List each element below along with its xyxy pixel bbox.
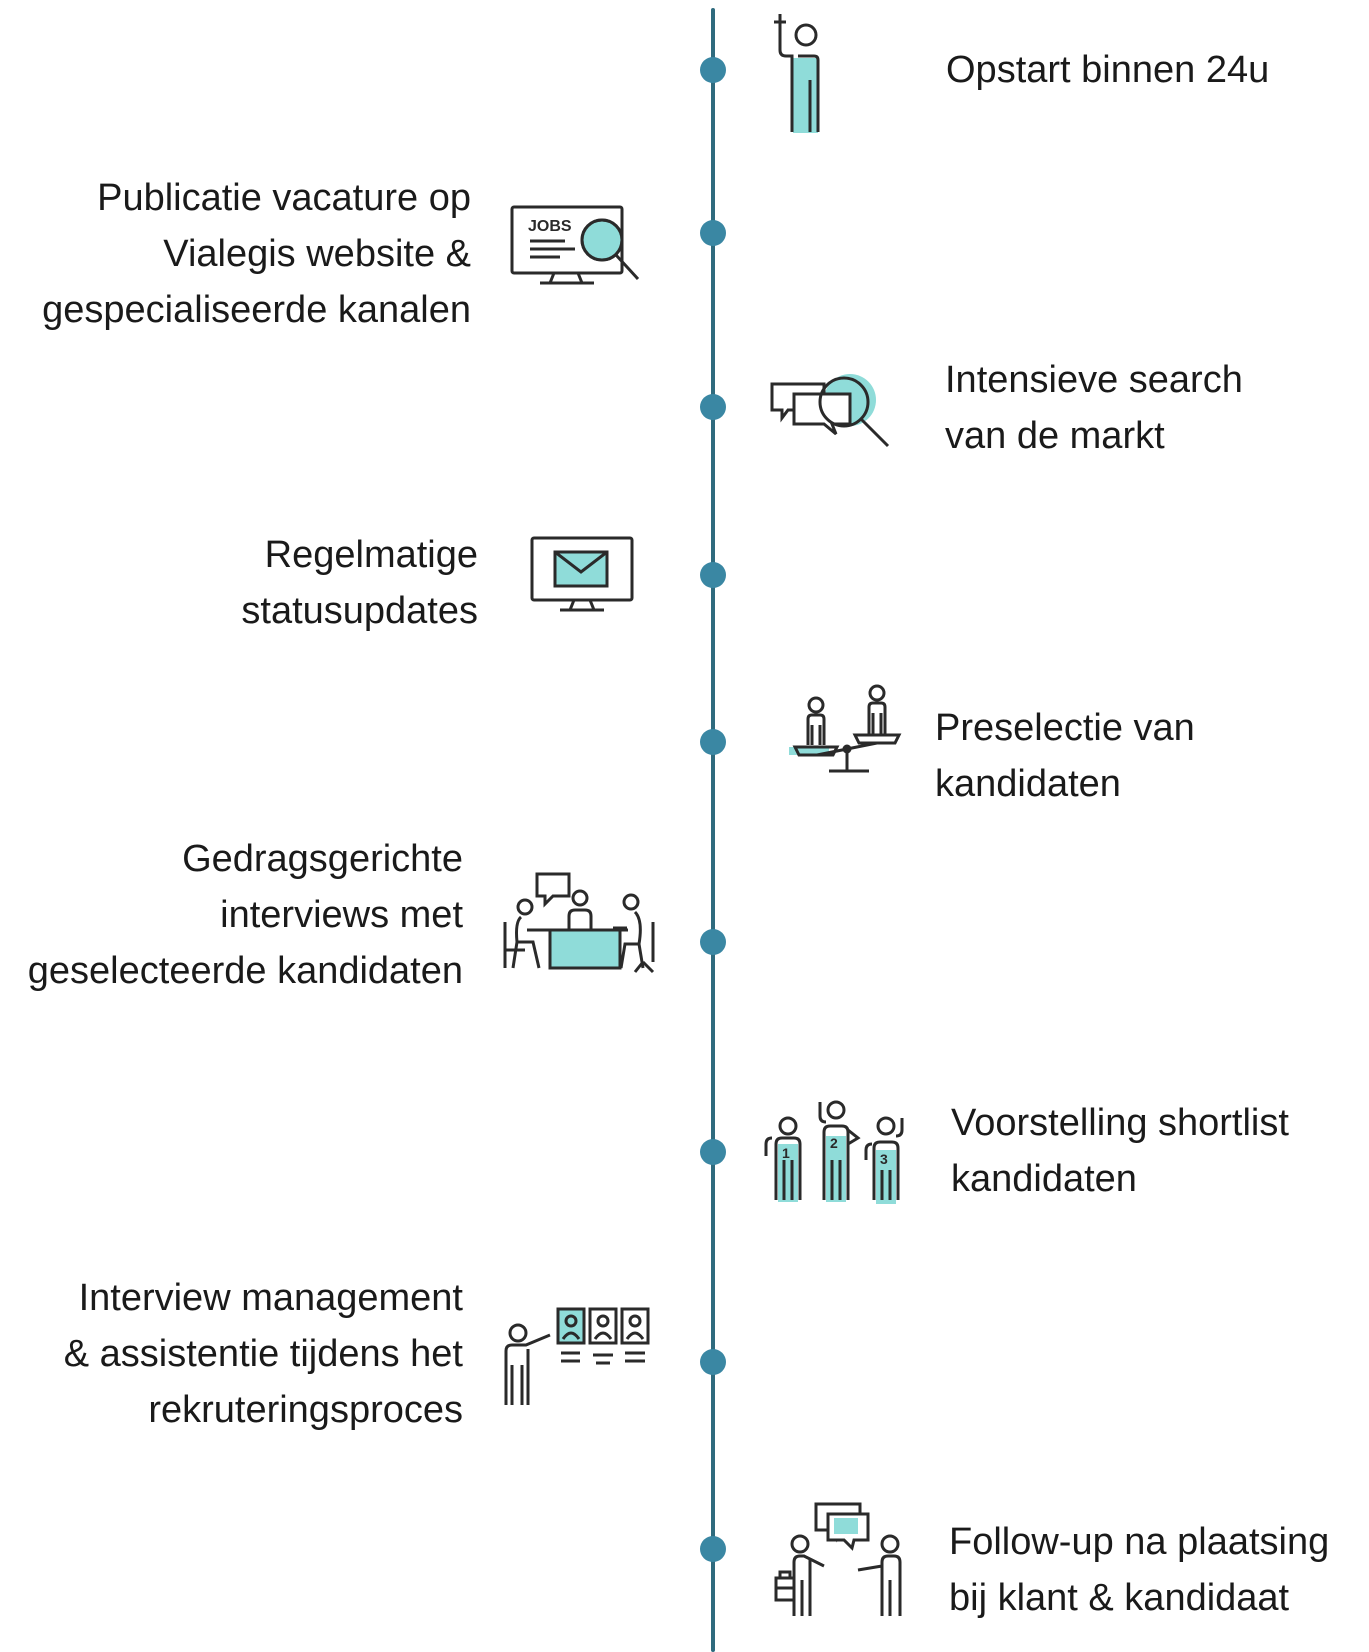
step-2-line-2: Vialegis website &	[163, 233, 471, 275]
email-monitor-icon	[530, 536, 635, 616]
step-5-label: Preselectie van kandidaten	[935, 700, 1195, 812]
step-1-line-1: Opstart binnen 24u	[946, 49, 1270, 91]
presentation-profiles-icon	[498, 1305, 663, 1415]
timeline-dot-6	[700, 929, 726, 955]
step-8-line-2: & assistentie tijdens het	[63, 1333, 463, 1375]
step-6-line-3: geselecteerde kandidaten	[27, 950, 463, 992]
step-9-label: Follow-up na plaatsing bij klant & kandi…	[949, 1514, 1329, 1626]
step-8-line-1: Interview management	[78, 1277, 463, 1319]
step-6-line-2: interviews met	[220, 894, 463, 936]
step-3-line-2: van de markt	[945, 415, 1165, 457]
timeline-dot-8	[700, 1349, 726, 1375]
step-9-line-2: bij klant & kandidaat	[949, 1577, 1290, 1619]
jobs-icon-text: JOBS	[528, 218, 572, 235]
step-6-label: Gedragsgerichte interviews met geselecte…	[28, 831, 463, 999]
step-5-line-1: Preselectie van	[935, 707, 1195, 749]
interview-table-icon	[503, 872, 658, 974]
timeline-dot-3	[700, 394, 726, 420]
step-5-line-2: kandidaten	[935, 763, 1121, 805]
timeline-dot-9	[700, 1536, 726, 1562]
rank-2-text: 2	[830, 1135, 838, 1151]
step-8-line-3: rekruteringsproces	[148, 1389, 463, 1431]
step-1-label: Opstart binnen 24u	[946, 42, 1269, 98]
step-7-line-1: Voorstelling shortlist	[951, 1102, 1289, 1144]
step-3-line-1: Intensieve search	[945, 359, 1243, 401]
timeline-dot-1	[700, 57, 726, 83]
conversation-people-icon	[770, 1500, 915, 1620]
timeline-line	[711, 8, 715, 1652]
timeline-dot-2	[700, 220, 726, 246]
chat-bubbles-search-icon	[768, 370, 893, 455]
step-2-line-3: gespecialiseerde kanalen	[42, 289, 471, 331]
step-6-line-1: Gedragsgerichte	[182, 838, 463, 880]
timeline-dot-5	[700, 729, 726, 755]
rank-3-text: 3	[880, 1151, 888, 1167]
rank-1-text: 1	[782, 1145, 790, 1161]
ranked-shortlist-icon: 1 2 3	[762, 1100, 912, 1205]
step-4-label: Regelmatige statusupdates	[241, 527, 478, 639]
step-4-line-2: statusupdates	[241, 590, 478, 632]
raised-hand-person-icon	[770, 10, 840, 135]
step-9-line-1: Follow-up na plaatsing	[949, 1521, 1330, 1563]
step-8-label: Interview management & assistentie tijde…	[64, 1270, 463, 1438]
step-4-line-1: Regelmatige	[264, 534, 478, 576]
step-7-label: Voorstelling shortlist kandidaten	[951, 1095, 1289, 1207]
timeline-dot-4	[700, 562, 726, 588]
timeline-dot-7	[700, 1139, 726, 1165]
step-2-label: Publicatie vacature op Vialegis website …	[42, 170, 471, 338]
step-7-line-2: kandidaten	[951, 1158, 1137, 1200]
jobs-monitor-search-icon: JOBS	[510, 205, 645, 290]
step-2-line-1: Publicatie vacature op	[97, 177, 471, 219]
step-3-label: Intensieve search van de markt	[945, 352, 1243, 464]
scale-candidates-icon	[785, 683, 905, 793]
